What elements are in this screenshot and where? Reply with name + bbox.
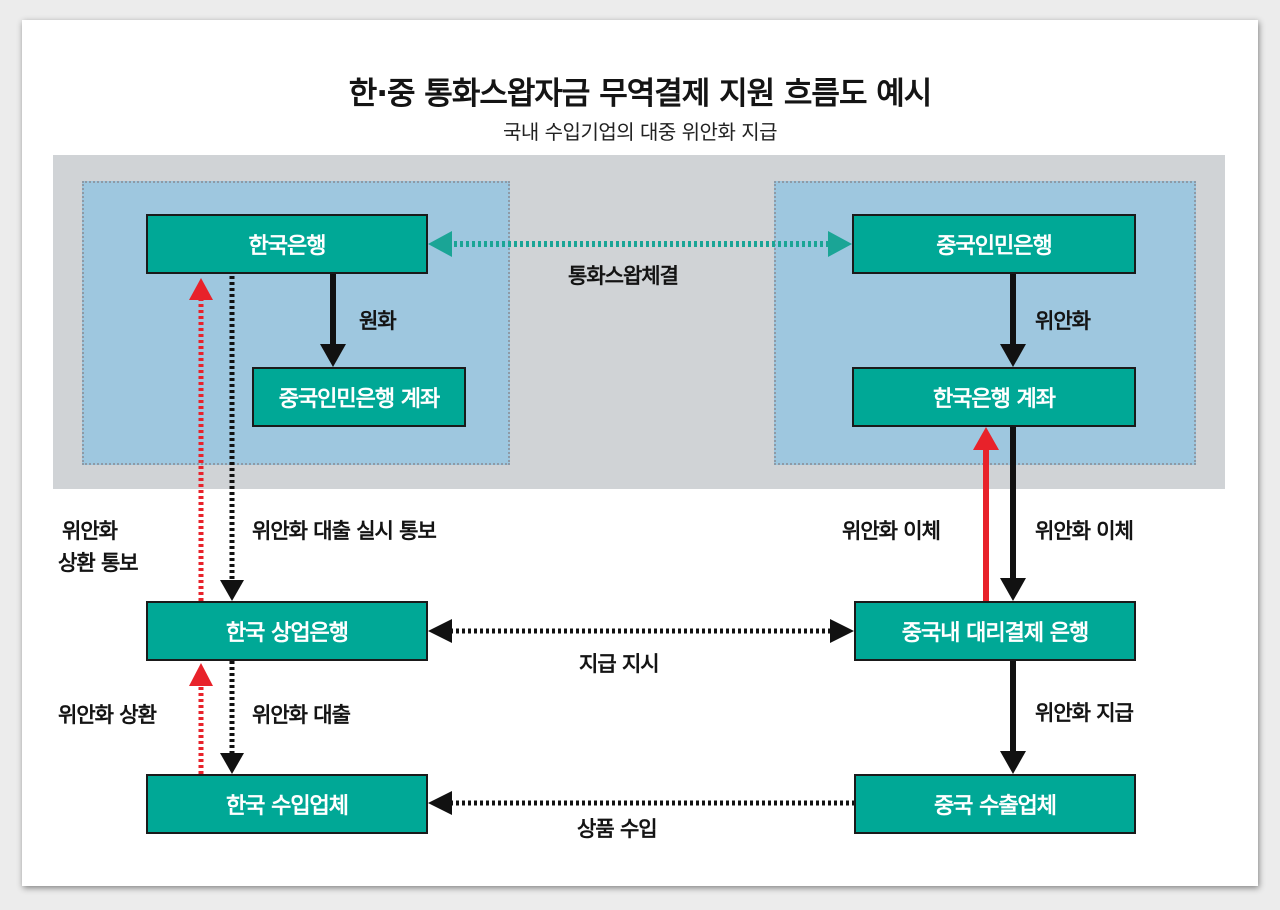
node-bok: 한국은행	[146, 214, 428, 274]
transfer-red-arrow	[973, 427, 999, 601]
label-won: 원화	[359, 309, 397, 333]
loan-arrow	[220, 661, 244, 774]
transfer-black-arrow	[1000, 427, 1026, 601]
loan-notice-arrow	[220, 276, 244, 601]
label-repay: 위안화 상환	[58, 703, 157, 727]
node-pboc: 중국인민은행	[852, 214, 1136, 274]
pay-order-arrow	[428, 619, 854, 643]
repay-arrow	[189, 663, 213, 774]
label-loan: 위안화 대출	[252, 703, 351, 727]
label-transfer-right: 위안화 이체	[1035, 519, 1134, 543]
won-arrow	[320, 274, 346, 367]
node-cn-bank: 중국내 대리결제 은행	[854, 601, 1136, 661]
label-transfer-left: 위안화 이체	[842, 519, 941, 543]
node-bok-account: 한국은행 계좌	[852, 367, 1136, 427]
repay-notice-arrow	[189, 278, 213, 601]
label-swap: 통화스왑체결	[568, 264, 679, 288]
label-loan-notice: 위안화 대출 실시 통보	[252, 519, 437, 543]
yuan-arrow	[1000, 274, 1026, 367]
swap-arrow	[428, 231, 852, 257]
goods-arrow	[428, 791, 854, 815]
label-repay-notice-line1: 위안화	[62, 519, 118, 543]
label-repay-notice-line2: 상환 통보	[58, 551, 139, 575]
diagram-title: 한·중 통화스왑자금 무역결제 지원 흐름도 예시	[348, 76, 933, 112]
node-cn-exporter: 중국 수출업체	[854, 774, 1136, 834]
diagram-subtitle: 국내 수입기업의 대중 위안화 지급	[502, 120, 778, 144]
pay-arrow	[1000, 661, 1026, 774]
label-pay-order: 지급 지시	[579, 652, 660, 676]
node-pboc-account: 중국인민은행 계좌	[252, 367, 466, 427]
label-pay: 위안화 지급	[1035, 701, 1134, 725]
label-goods: 상품 수입	[577, 817, 658, 841]
node-kr-importer: 한국 수입업체	[146, 774, 428, 834]
node-kr-bank: 한국 상업은행	[146, 601, 428, 661]
label-yuan: 위안화	[1035, 309, 1091, 333]
